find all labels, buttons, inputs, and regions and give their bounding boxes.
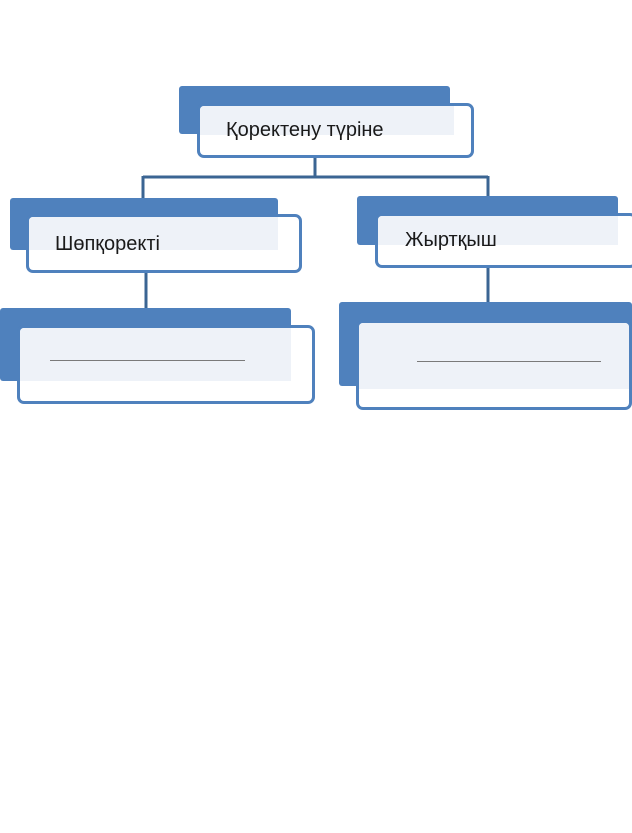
node-root-label: Қоректену түріне (226, 119, 384, 141)
node-herbivore-child-card (17, 325, 315, 404)
node-predator-label: Жыртқыш (405, 229, 497, 251)
node-predator-child-blank-line (417, 361, 601, 362)
node-herbivore-label: Шөпқоректі (55, 233, 160, 255)
node-herbivore-child-blank-line (50, 360, 245, 361)
node-herbivore-card (26, 214, 302, 273)
node-predator-card (375, 213, 632, 268)
node-root-card (197, 103, 474, 158)
node-predator-child-card (356, 320, 632, 410)
